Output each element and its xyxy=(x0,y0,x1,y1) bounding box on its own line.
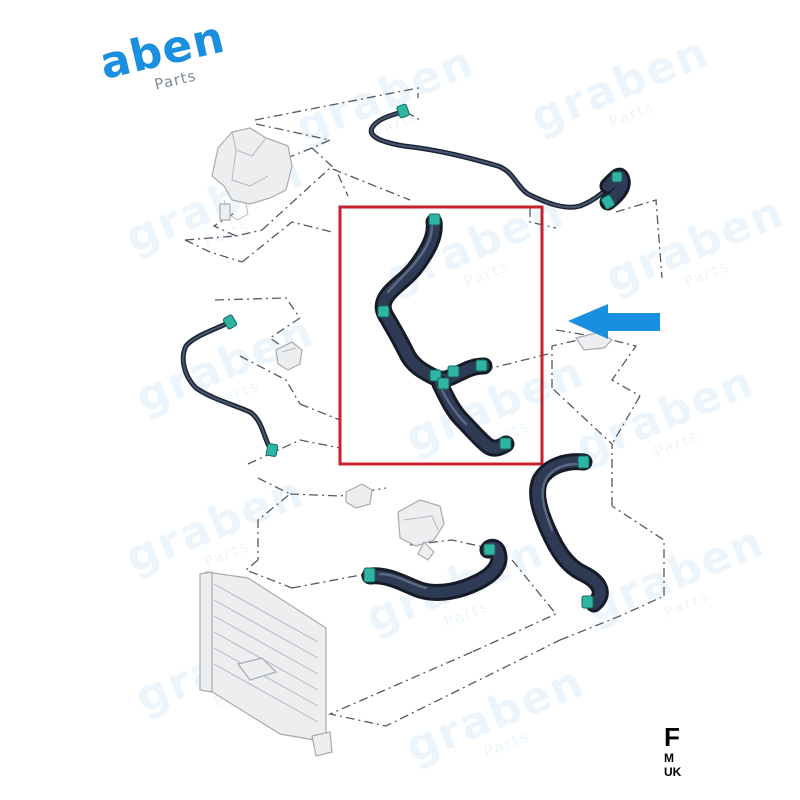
corner-label-line: UK xyxy=(664,765,682,779)
lower-radiator-hose xyxy=(361,538,508,601)
upper-radiator-hose xyxy=(529,453,609,613)
arrow-left-icon xyxy=(568,304,660,339)
coolant-reservoir xyxy=(211,127,293,221)
bracket-part xyxy=(345,483,373,509)
leader-lines xyxy=(184,87,665,727)
upper-bypass-pipe xyxy=(368,103,631,211)
highlight-frame xyxy=(338,205,544,466)
lower-bypass-pipe xyxy=(180,314,279,457)
corner-label: F M UK xyxy=(664,724,681,778)
highlighted-hose-assembly xyxy=(374,213,515,457)
corner-label-line: M xyxy=(664,751,674,765)
corner-label-line: F xyxy=(664,722,680,752)
thermostat-housing xyxy=(397,499,445,561)
radiator xyxy=(199,571,333,757)
bracket-part xyxy=(275,341,303,371)
